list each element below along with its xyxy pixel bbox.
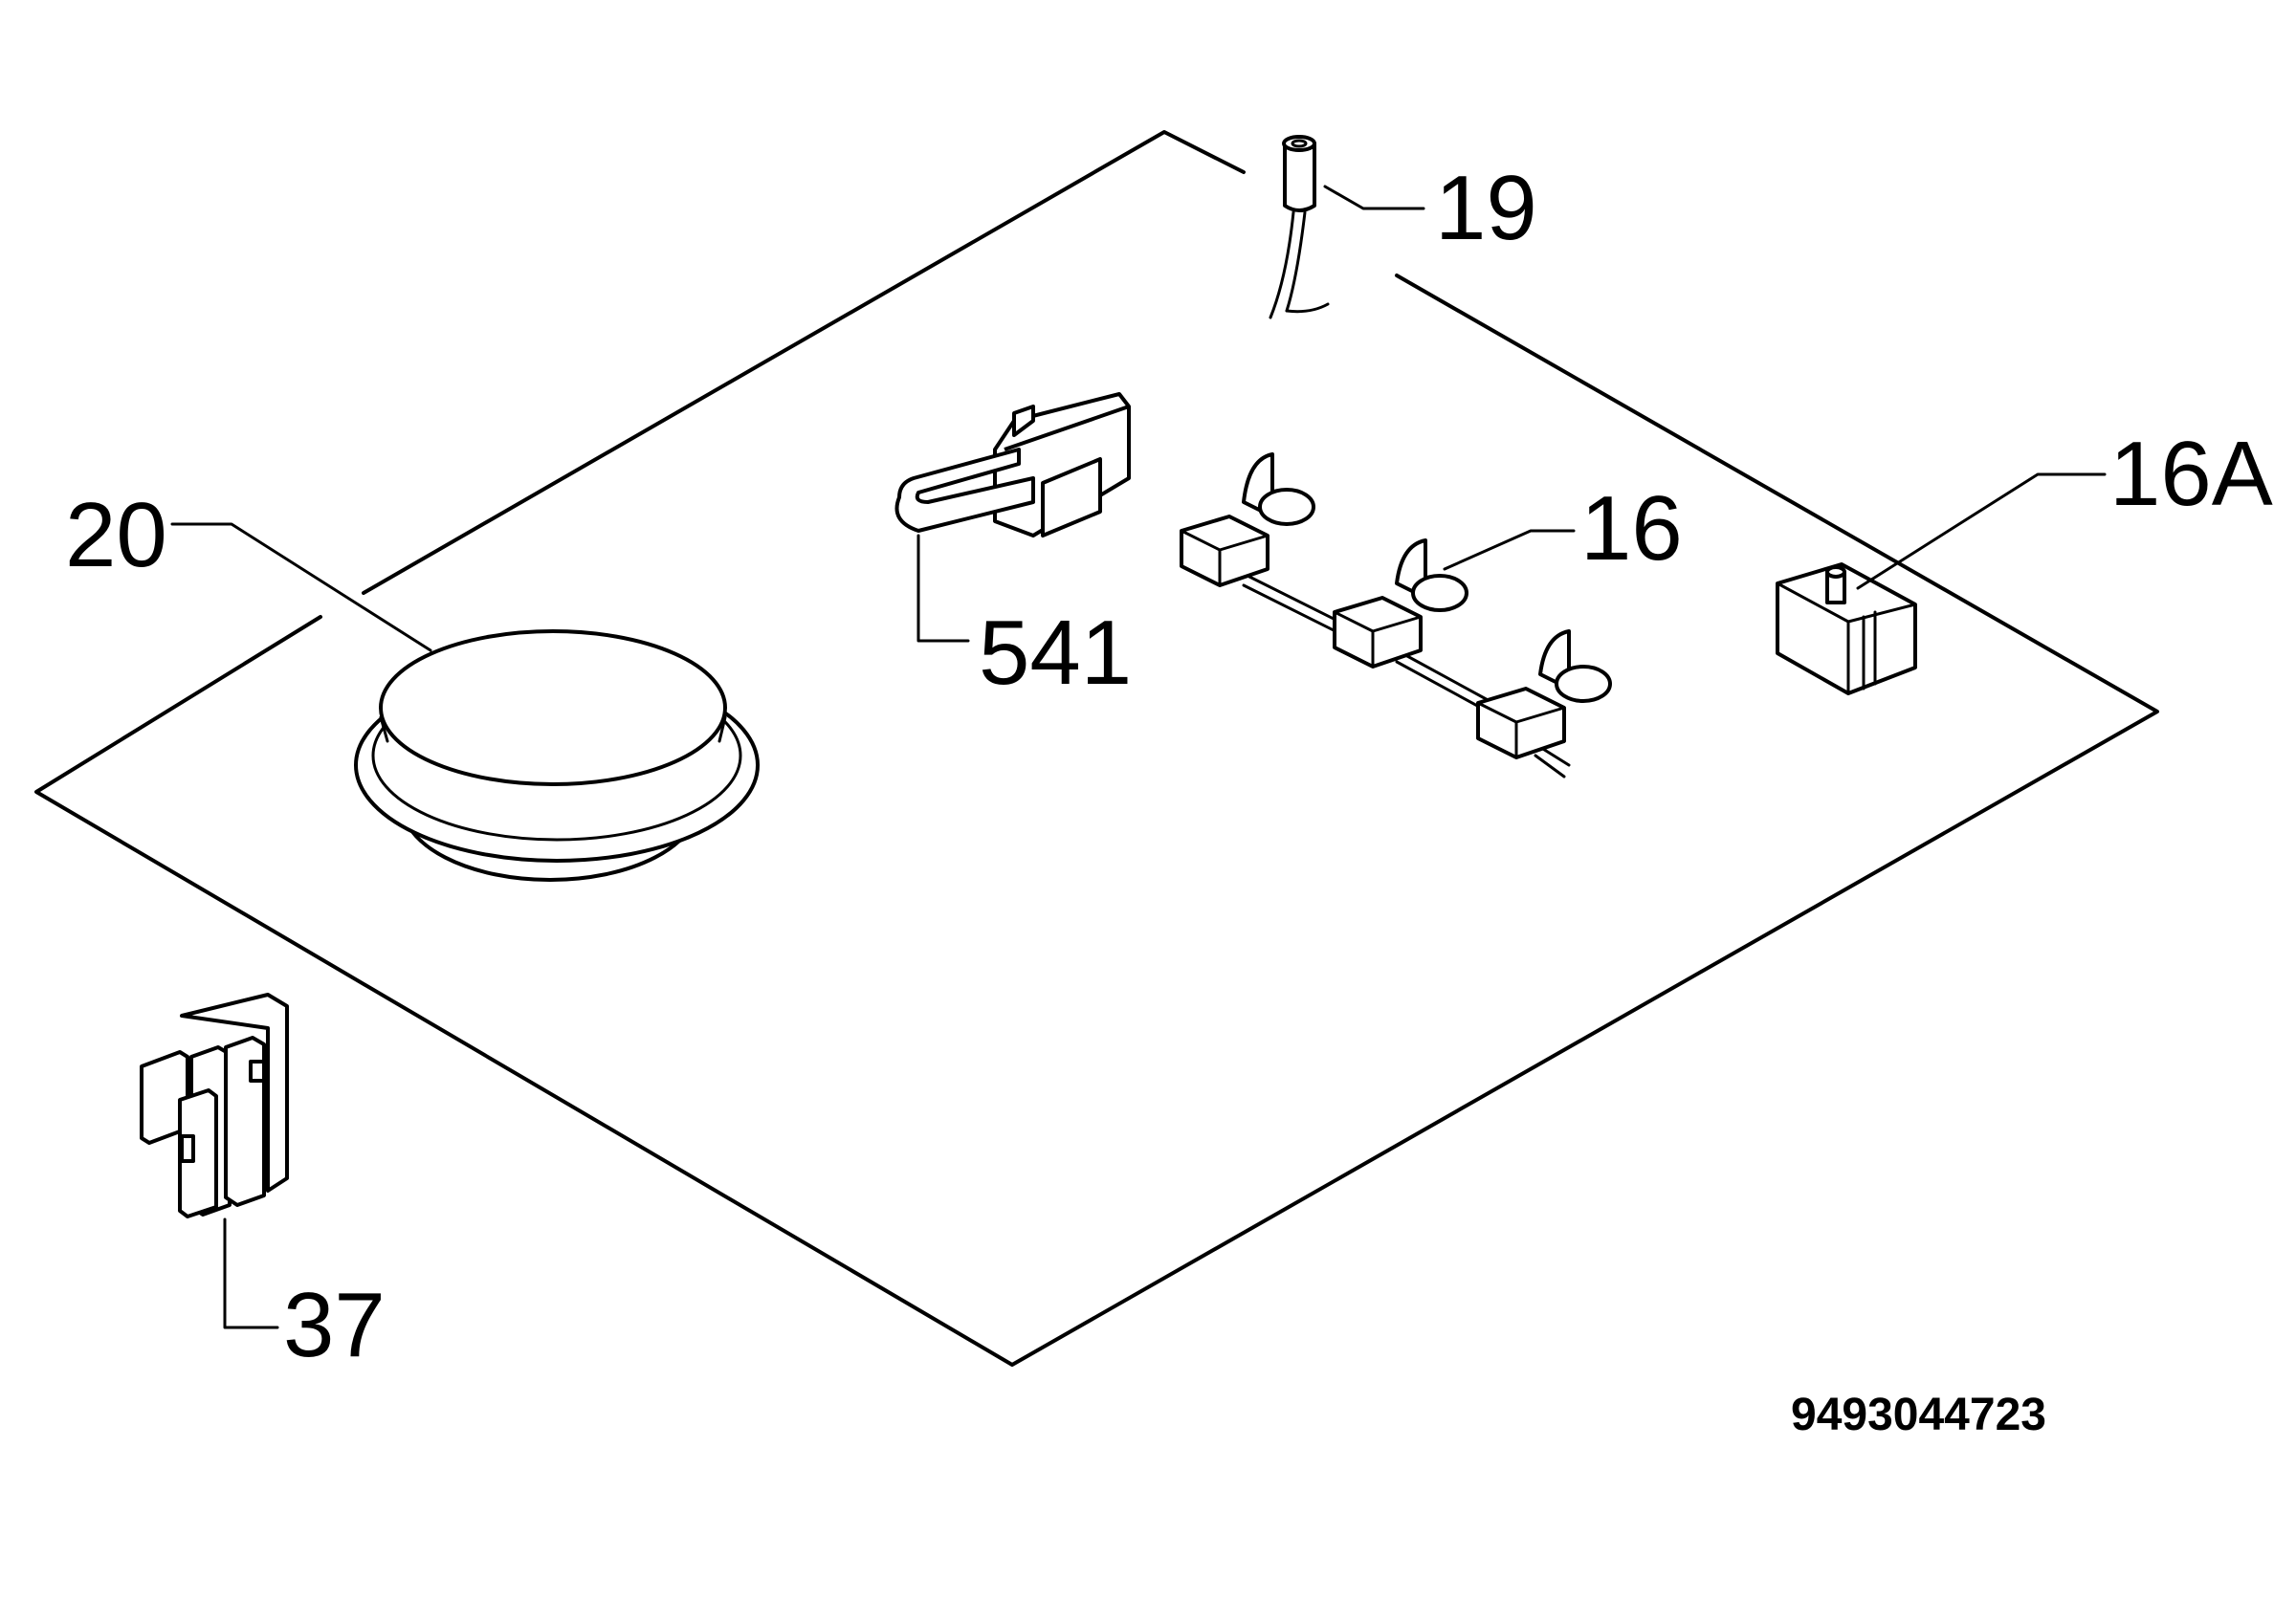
hob-plate-outline (34, 130, 2159, 1367)
callout-19: 19 (1435, 157, 1537, 259)
leader-19 (1323, 185, 1425, 210)
part-16a-switch (1776, 562, 1917, 695)
part-19-sensor (1269, 135, 1330, 319)
part-37-terminal-block (140, 993, 289, 1218)
callout-20: 20 (65, 484, 167, 586)
leader-lines (170, 185, 2107, 1329)
callout-37: 37 (283, 1274, 386, 1376)
leader-16 (1443, 529, 1576, 571)
part-20-cooking-zone (354, 629, 760, 882)
callout-16a: 16A (2109, 423, 2273, 525)
leader-37 (223, 1217, 279, 1329)
part-541-bracket (894, 392, 1131, 537)
document-number: 9493044723 (1791, 1390, 2046, 1440)
callout-541: 541 (979, 602, 1132, 704)
callout-16: 16 (1580, 477, 1683, 580)
leader-20 (170, 522, 432, 652)
leader-541 (916, 534, 970, 643)
part-16-harness (1180, 452, 1612, 779)
leader-16a (1856, 472, 2107, 590)
